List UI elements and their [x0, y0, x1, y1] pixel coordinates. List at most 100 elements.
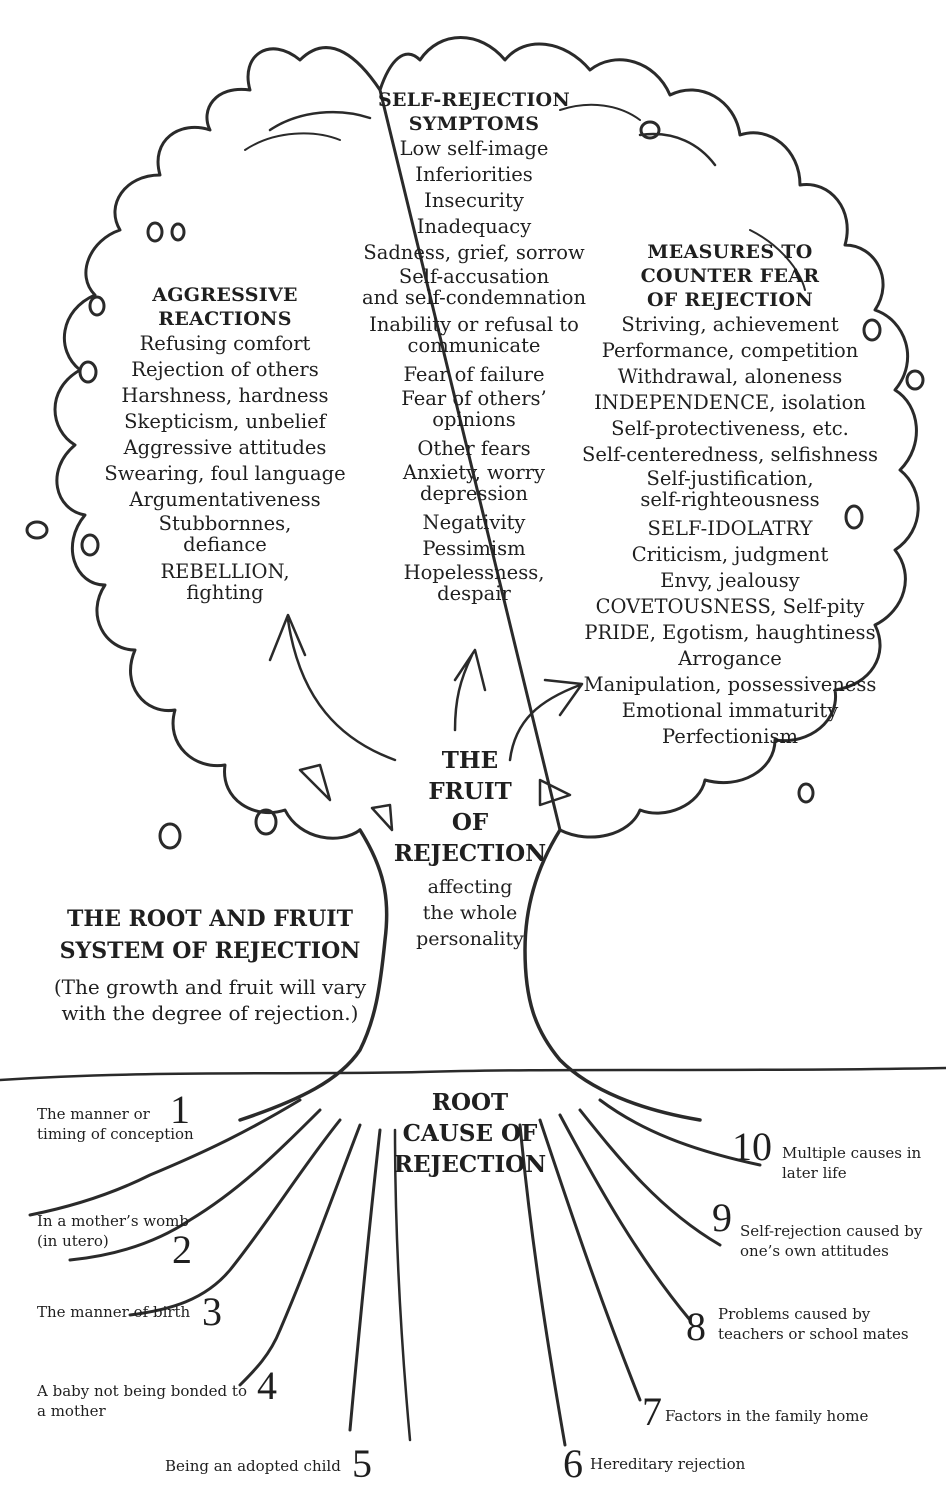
- list-item-line: REBELLION,: [160, 560, 290, 583]
- aggressive-reactions-heading: AGGRESSIVE REACTIONS: [152, 284, 298, 330]
- list-item-line: Perfectionism: [662, 725, 798, 748]
- list-item-line: Withdrawal, aloneness: [617, 365, 843, 388]
- list-item: Refusing comfort: [95, 331, 355, 357]
- list-item: Withdrawal, aloneness: [580, 364, 880, 390]
- list-item: Skepticism, unbelief: [95, 409, 355, 435]
- list-item: Manipulation, possessiveness: [580, 672, 880, 698]
- list-item: INDEPENDENCE, isolation: [580, 390, 880, 416]
- list-item: Hopelessness,despair: [348, 562, 600, 604]
- list-item: Fear of failure: [348, 362, 600, 388]
- list-item-line: Self-accusation: [398, 265, 550, 288]
- list-item-line: PRIDE, Egotism, haughtiness: [584, 621, 876, 644]
- list-item-line: Self-centeredness, selfishness: [582, 443, 878, 466]
- list-item: PRIDE, Egotism, haughtiness: [580, 620, 880, 646]
- measures-heading: MEASURES TO COUNTER FEAR OF REJECTION: [640, 241, 820, 311]
- list-item-line: Striving, achievement: [621, 313, 839, 336]
- system-note: (The growth and fruit will vary with the…: [53, 975, 367, 1025]
- cause-5-text: Being an adopted child: [165, 1457, 341, 1475]
- cause-2-number: 2: [172, 1227, 192, 1272]
- list-item: Self-protectiveness, etc.: [580, 416, 880, 442]
- list-item: Other fears: [348, 436, 600, 462]
- cause-2-text: In a mother’s womb (in utero): [37, 1212, 189, 1250]
- list-item-line: communicate: [407, 334, 541, 357]
- cause-3-text: The manner of birth: [37, 1303, 191, 1321]
- list-item-line: despair: [437, 582, 511, 605]
- cause-6-text: Hereditary rejection: [590, 1455, 746, 1473]
- list-item: REBELLION,fighting: [95, 561, 355, 603]
- list-item: Low self-image: [348, 136, 600, 162]
- list-item-line: defiance: [183, 533, 267, 556]
- list-item-line: Arrogance: [678, 647, 782, 670]
- root-title: ROOT CAUSE OF REJECTION: [393, 1089, 547, 1178]
- list-item-line: Rejection of others: [131, 358, 319, 381]
- cause-1-number: 1: [170, 1087, 190, 1132]
- list-item-line: Performance, competition: [601, 339, 859, 362]
- list-item: Rejection of others: [95, 357, 355, 383]
- list-item-line: Other fears: [417, 437, 531, 460]
- measures-block: MEASURES TO COUNTER FEAR OF REJECTION St…: [580, 240, 880, 750]
- list-item-line: INDEPENDENCE, isolation: [594, 391, 866, 414]
- self-rejection-heading: SELF-REJECTION SYMPTOMS: [377, 89, 571, 135]
- list-item: Striving, achievement: [580, 312, 880, 338]
- list-item-line: Skepticism, unbelief: [124, 410, 326, 433]
- list-item-line: Inferiorities: [415, 163, 533, 186]
- list-item: Fear of others’opinions: [348, 388, 600, 430]
- list-item: Aggressive attitudes: [95, 435, 355, 461]
- trunk-left: [238, 828, 389, 1122]
- cause-10-text: Multiple causes in later life: [782, 1144, 922, 1182]
- list-item-line: Swearing, foul language: [104, 462, 346, 485]
- list-item: Inferiorities: [348, 162, 600, 188]
- arrow-right: [508, 678, 584, 762]
- arrow-center: [453, 648, 487, 732]
- cause-8-number: 8: [686, 1304, 706, 1349]
- list-item-line: COVETOUSNESS, Self-pity: [595, 595, 865, 618]
- fruit-title: THE FRUIT OF REJECTION: [393, 747, 547, 867]
- crown-outline: [53, 36, 920, 840]
- list-item: Swearing, foul language: [95, 461, 355, 487]
- list-item-line: Insecurity: [424, 189, 524, 212]
- list-item: Self-centeredness, selfishness: [580, 442, 880, 468]
- list-item: Stubbornnes,defiance: [95, 513, 355, 555]
- list-item-line: Harshness, hardness: [121, 384, 329, 407]
- list-item-line: Self-justification,: [646, 467, 814, 490]
- list-item-line: depression: [420, 482, 528, 505]
- list-item-line: Low self-image: [399, 137, 549, 160]
- list-item: Emotional immaturity: [580, 698, 880, 724]
- system-title: THE ROOT AND FRUIT SYSTEM OF REJECTION: [59, 906, 361, 964]
- list-item-line: Manipulation, possessiveness: [583, 673, 877, 696]
- cause-9-text: Self-rejection caused by one’s own attit…: [740, 1222, 923, 1260]
- list-item-line: SELF-IDOLATRY: [647, 517, 813, 540]
- list-item: Self-justification,self-righteousness: [580, 468, 880, 510]
- list-item-line: Hopelessness,: [403, 561, 545, 584]
- cause-4-text: A baby not being bonded to a mother: [37, 1382, 247, 1420]
- list-item: Inadequacy: [348, 214, 600, 240]
- list-item: Argumentativeness: [95, 487, 355, 513]
- list-item: Sadness, grief, sorrow: [348, 240, 600, 266]
- list-item: Criticism, judgment: [580, 542, 880, 568]
- list-item-line: self-righteousness: [640, 488, 820, 511]
- ground-line: [0, 1066, 946, 1082]
- cause-6-number: 6: [563, 1441, 583, 1486]
- cause-5-number: 5: [352, 1441, 372, 1486]
- list-item-line: Pessimism: [422, 537, 526, 560]
- list-item-line: Anxiety, worry: [402, 461, 546, 484]
- list-item-line: Criticism, judgment: [631, 543, 829, 566]
- list-item-line: fighting: [186, 581, 264, 604]
- list-item: Pessimism: [348, 536, 600, 562]
- list-item-line: Inadequacy: [416, 215, 532, 238]
- cause-10-number: 10: [732, 1124, 772, 1169]
- list-item-line: Envy, jealousy: [660, 569, 800, 592]
- list-item: Insecurity: [348, 188, 600, 214]
- list-item: SELF-IDOLATRY: [580, 516, 880, 542]
- fruit-subtitle: affecting the whole personality: [416, 876, 524, 950]
- cause-9-number: 9: [712, 1195, 732, 1240]
- list-item: Harshness, hardness: [95, 383, 355, 409]
